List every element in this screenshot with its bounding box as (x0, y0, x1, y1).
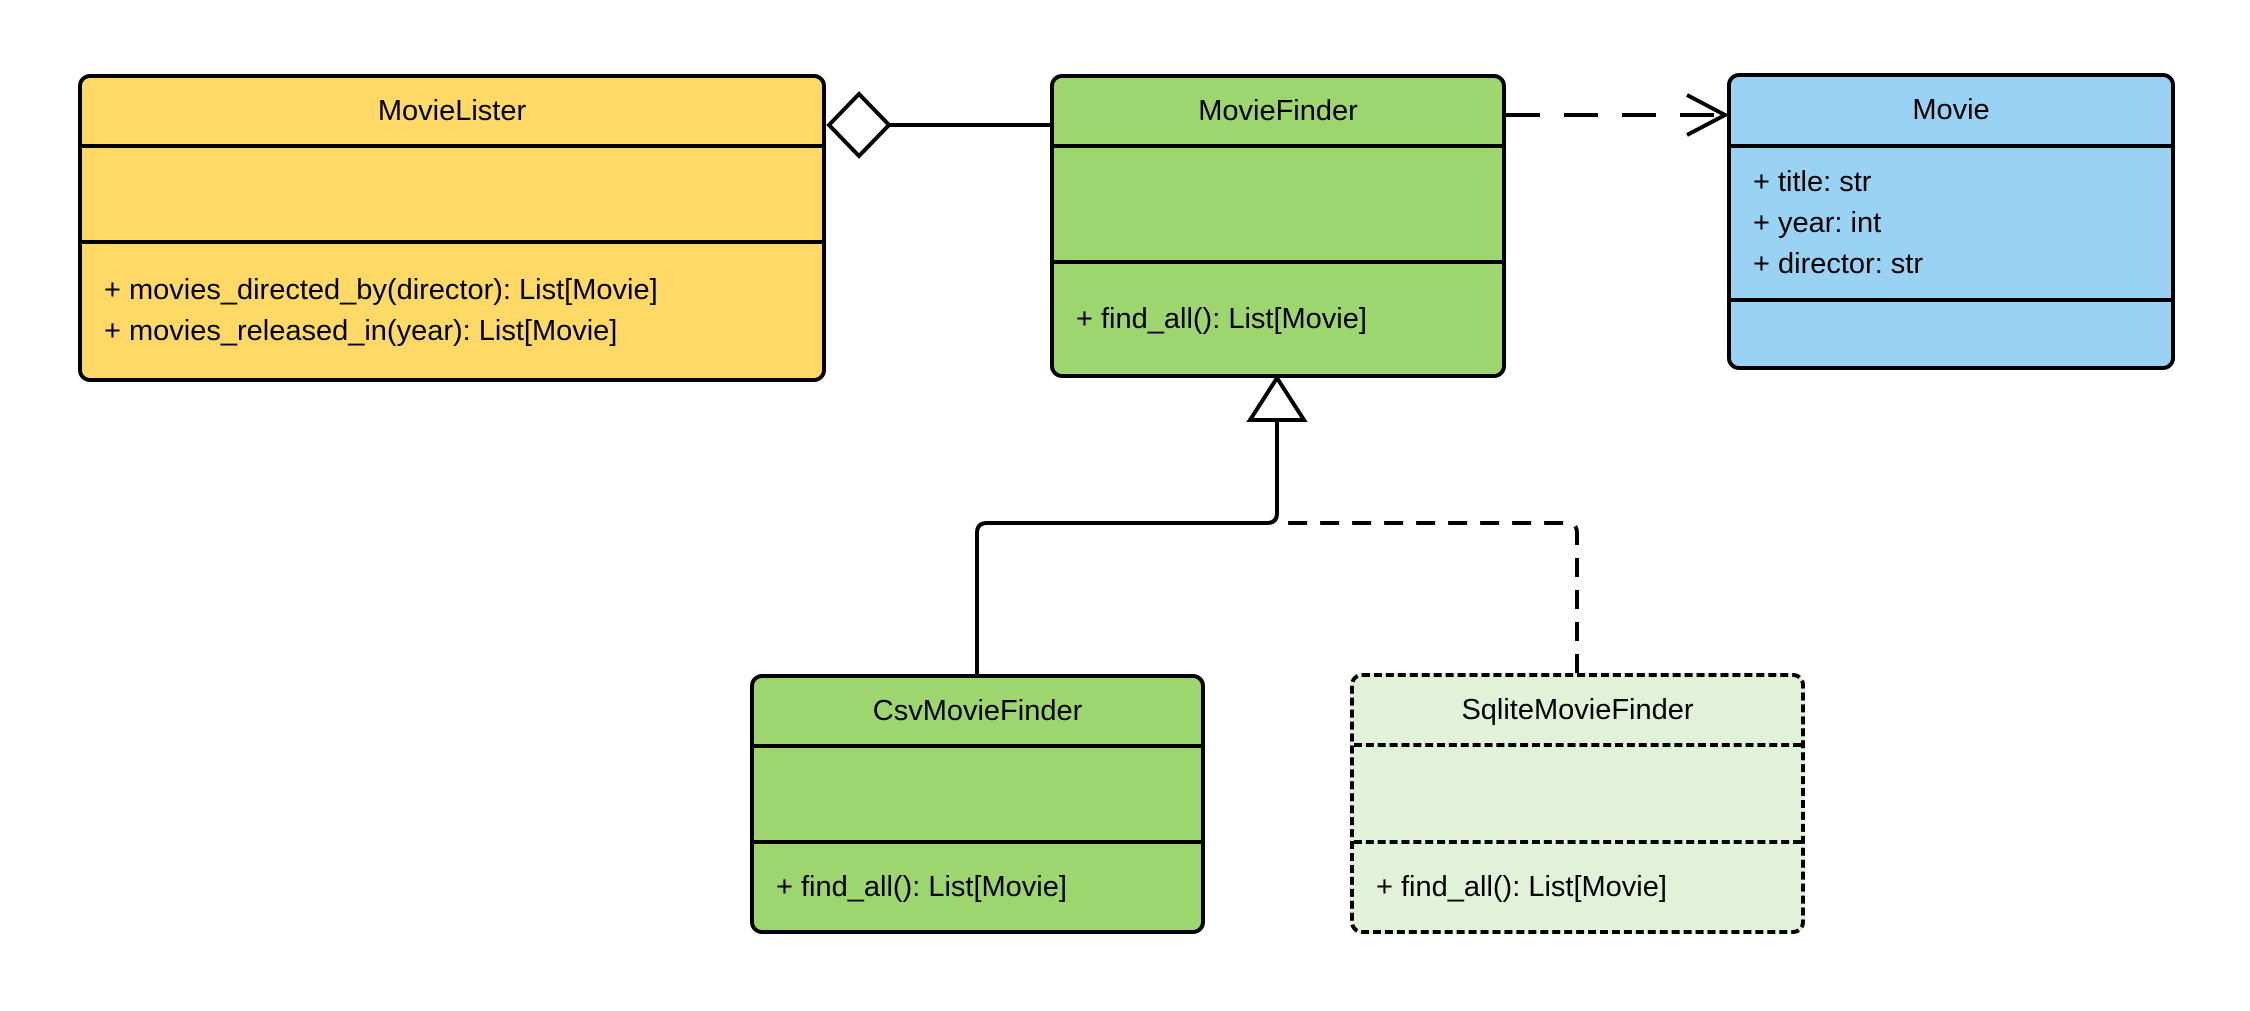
class-name: MovieLister (377, 94, 527, 127)
class-movielister[interactable]: MovieLister + movies_directed_by(directo… (78, 74, 826, 382)
generalization-connector-sqlitemoviefinder-moviefinder[interactable] (1283, 521, 1579, 673)
sqlitemoviefinder-methods-compartment: + find_all(): List[Movie] (1354, 840, 1801, 930)
hollow-triangle-marker (1246, 374, 1308, 422)
movielister-attributes-compartment (82, 144, 822, 240)
method: + movies_released_in(year): List[Movie] (104, 315, 618, 347)
movielister-name-compartment: MovieLister (82, 78, 822, 144)
sqlitemoviefinder-attributes-compartment (1354, 743, 1801, 840)
csvmoviefinder-methods-compartment: + find_all(): List[Movie] (754, 840, 1201, 930)
method: + find_all(): List[Movie] (1076, 302, 1367, 335)
csvmoviefinder-attributes-compartment (754, 744, 1201, 840)
method: + find_all(): List[Movie] (1376, 870, 1667, 903)
csvmoviefinder-name-compartment: CsvMovieFinder (754, 678, 1201, 744)
class-csvmoviefinder[interactable]: CsvMovieFinder + find_all(): List[Movie] (750, 674, 1205, 934)
class-name: CsvMovieFinder (872, 694, 1083, 727)
class-name: Movie (1912, 94, 1990, 126)
class-sqlitemoviefinder[interactable]: SqliteMovieFinder + find_all(): List[Mov… (1350, 673, 1805, 934)
generalization-dashed-line (1283, 521, 1579, 673)
attribute: + director: str (1753, 247, 1924, 280)
class-name: MovieFinder (1198, 94, 1358, 127)
open-arrowhead-marker (1686, 93, 1730, 137)
movie-methods-compartment (1731, 298, 2171, 366)
class-moviefinder[interactable]: MovieFinder + find_all(): List[Movie] (1050, 74, 1506, 378)
class-name: SqliteMovieFinder (1461, 693, 1694, 726)
moviefinder-attributes-compartment (1054, 144, 1502, 260)
movielister-methods-compartment: + movies_directed_by(director): List[Mov… (82, 240, 822, 378)
class-movie[interactable]: Movie + title: str + year: int + directo… (1727, 73, 2175, 370)
dependency-connector-moviefinder-movie[interactable] (1506, 93, 1730, 137)
generalization-solid-line (975, 420, 1279, 674)
attribute: + year: int (1753, 206, 1882, 239)
movie-name-compartment: Movie (1731, 77, 2171, 144)
method: + find_all(): List[Movie] (776, 870, 1067, 903)
generalization-connector-csvmoviefinder-moviefinder[interactable] (975, 374, 1308, 674)
sqlitemoviefinder-name-compartment: SqliteMovieFinder (1354, 677, 1801, 743)
moviefinder-name-compartment: MovieFinder (1054, 78, 1502, 144)
attribute: + title: str (1753, 165, 1872, 198)
method: + movies_directed_by(director): List[Mov… (104, 274, 658, 306)
hollow-diamond-marker (826, 91, 892, 159)
moviefinder-methods-compartment: + find_all(): List[Movie] (1054, 260, 1502, 374)
movie-attributes-compartment: + title: str + year: int + director: str (1731, 144, 2171, 298)
aggregation-connector-movielister-moviefinder[interactable] (826, 91, 1050, 159)
